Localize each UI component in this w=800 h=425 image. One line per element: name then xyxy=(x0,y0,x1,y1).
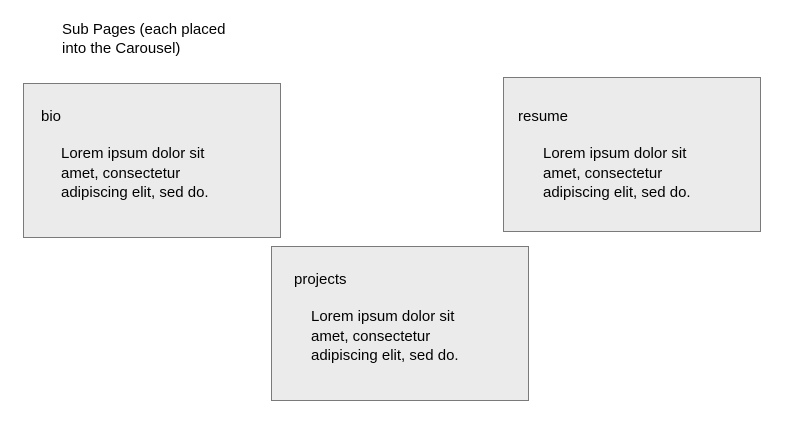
sub-page-resume: resume Lorem ipsum dolor sit amet, conse… xyxy=(503,77,761,232)
sub-page-projects: projects Lorem ipsum dolor sit amet, con… xyxy=(271,246,529,401)
sub-page-bio: bio Lorem ipsum dolor sit amet, consecte… xyxy=(23,83,281,238)
sub-page-title-bio: bio xyxy=(41,108,62,125)
sub-page-title-projects: projects xyxy=(294,271,347,288)
sub-page-title-resume: resume xyxy=(518,108,569,125)
sub-page-body-bio: Lorem ipsum dolor sit amet, consectetur … xyxy=(61,145,209,201)
sub-page-body-projects: Lorem ipsum dolor sit amet, consectetur … xyxy=(311,308,459,364)
diagram-heading: Sub Pages (each placed into the Carousel… xyxy=(62,21,226,57)
sub-page-body-resume: Lorem ipsum dolor sit amet, consectetur … xyxy=(543,145,691,201)
